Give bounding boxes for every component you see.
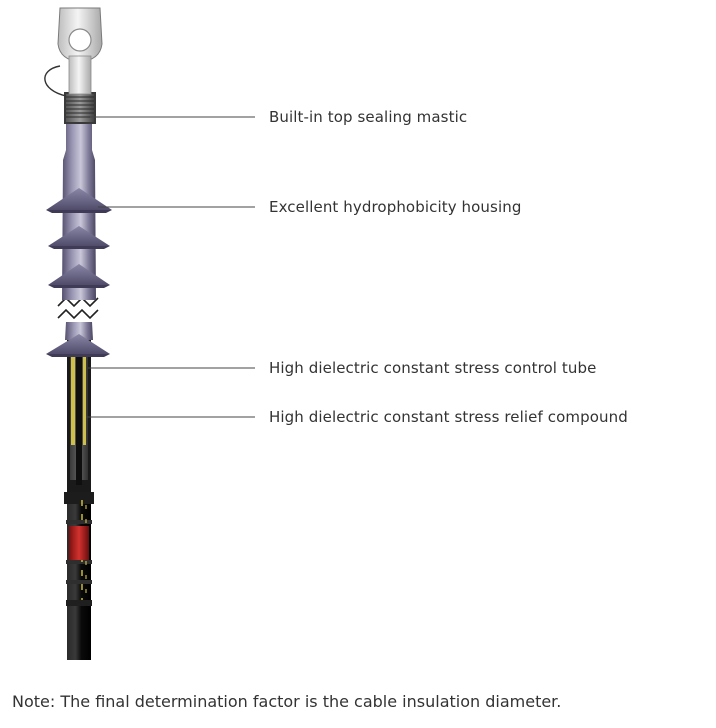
label-stress-relief-compound: High dielectric constant stress relief c… — [269, 408, 628, 426]
conductor-red-section — [69, 526, 89, 560]
cable-sheath — [64, 490, 94, 660]
earth-wire — [44, 65, 67, 97]
leader-lines — [86, 116, 255, 418]
label-hydrophobicity-housing: Excellent hydrophobicity housing — [269, 198, 522, 216]
terminal-lug-icon — [57, 7, 103, 95]
housing-sheds — [46, 188, 112, 357]
break-mark — [57, 296, 99, 320]
label-stress-control-tube: High dielectric constant stress control … — [269, 359, 597, 377]
top-sealing-mastic — [64, 92, 96, 124]
footnote: Note: The final determination factor is … — [12, 692, 562, 711]
label-top-sealing-mastic: Built-in top sealing mastic — [269, 108, 468, 126]
